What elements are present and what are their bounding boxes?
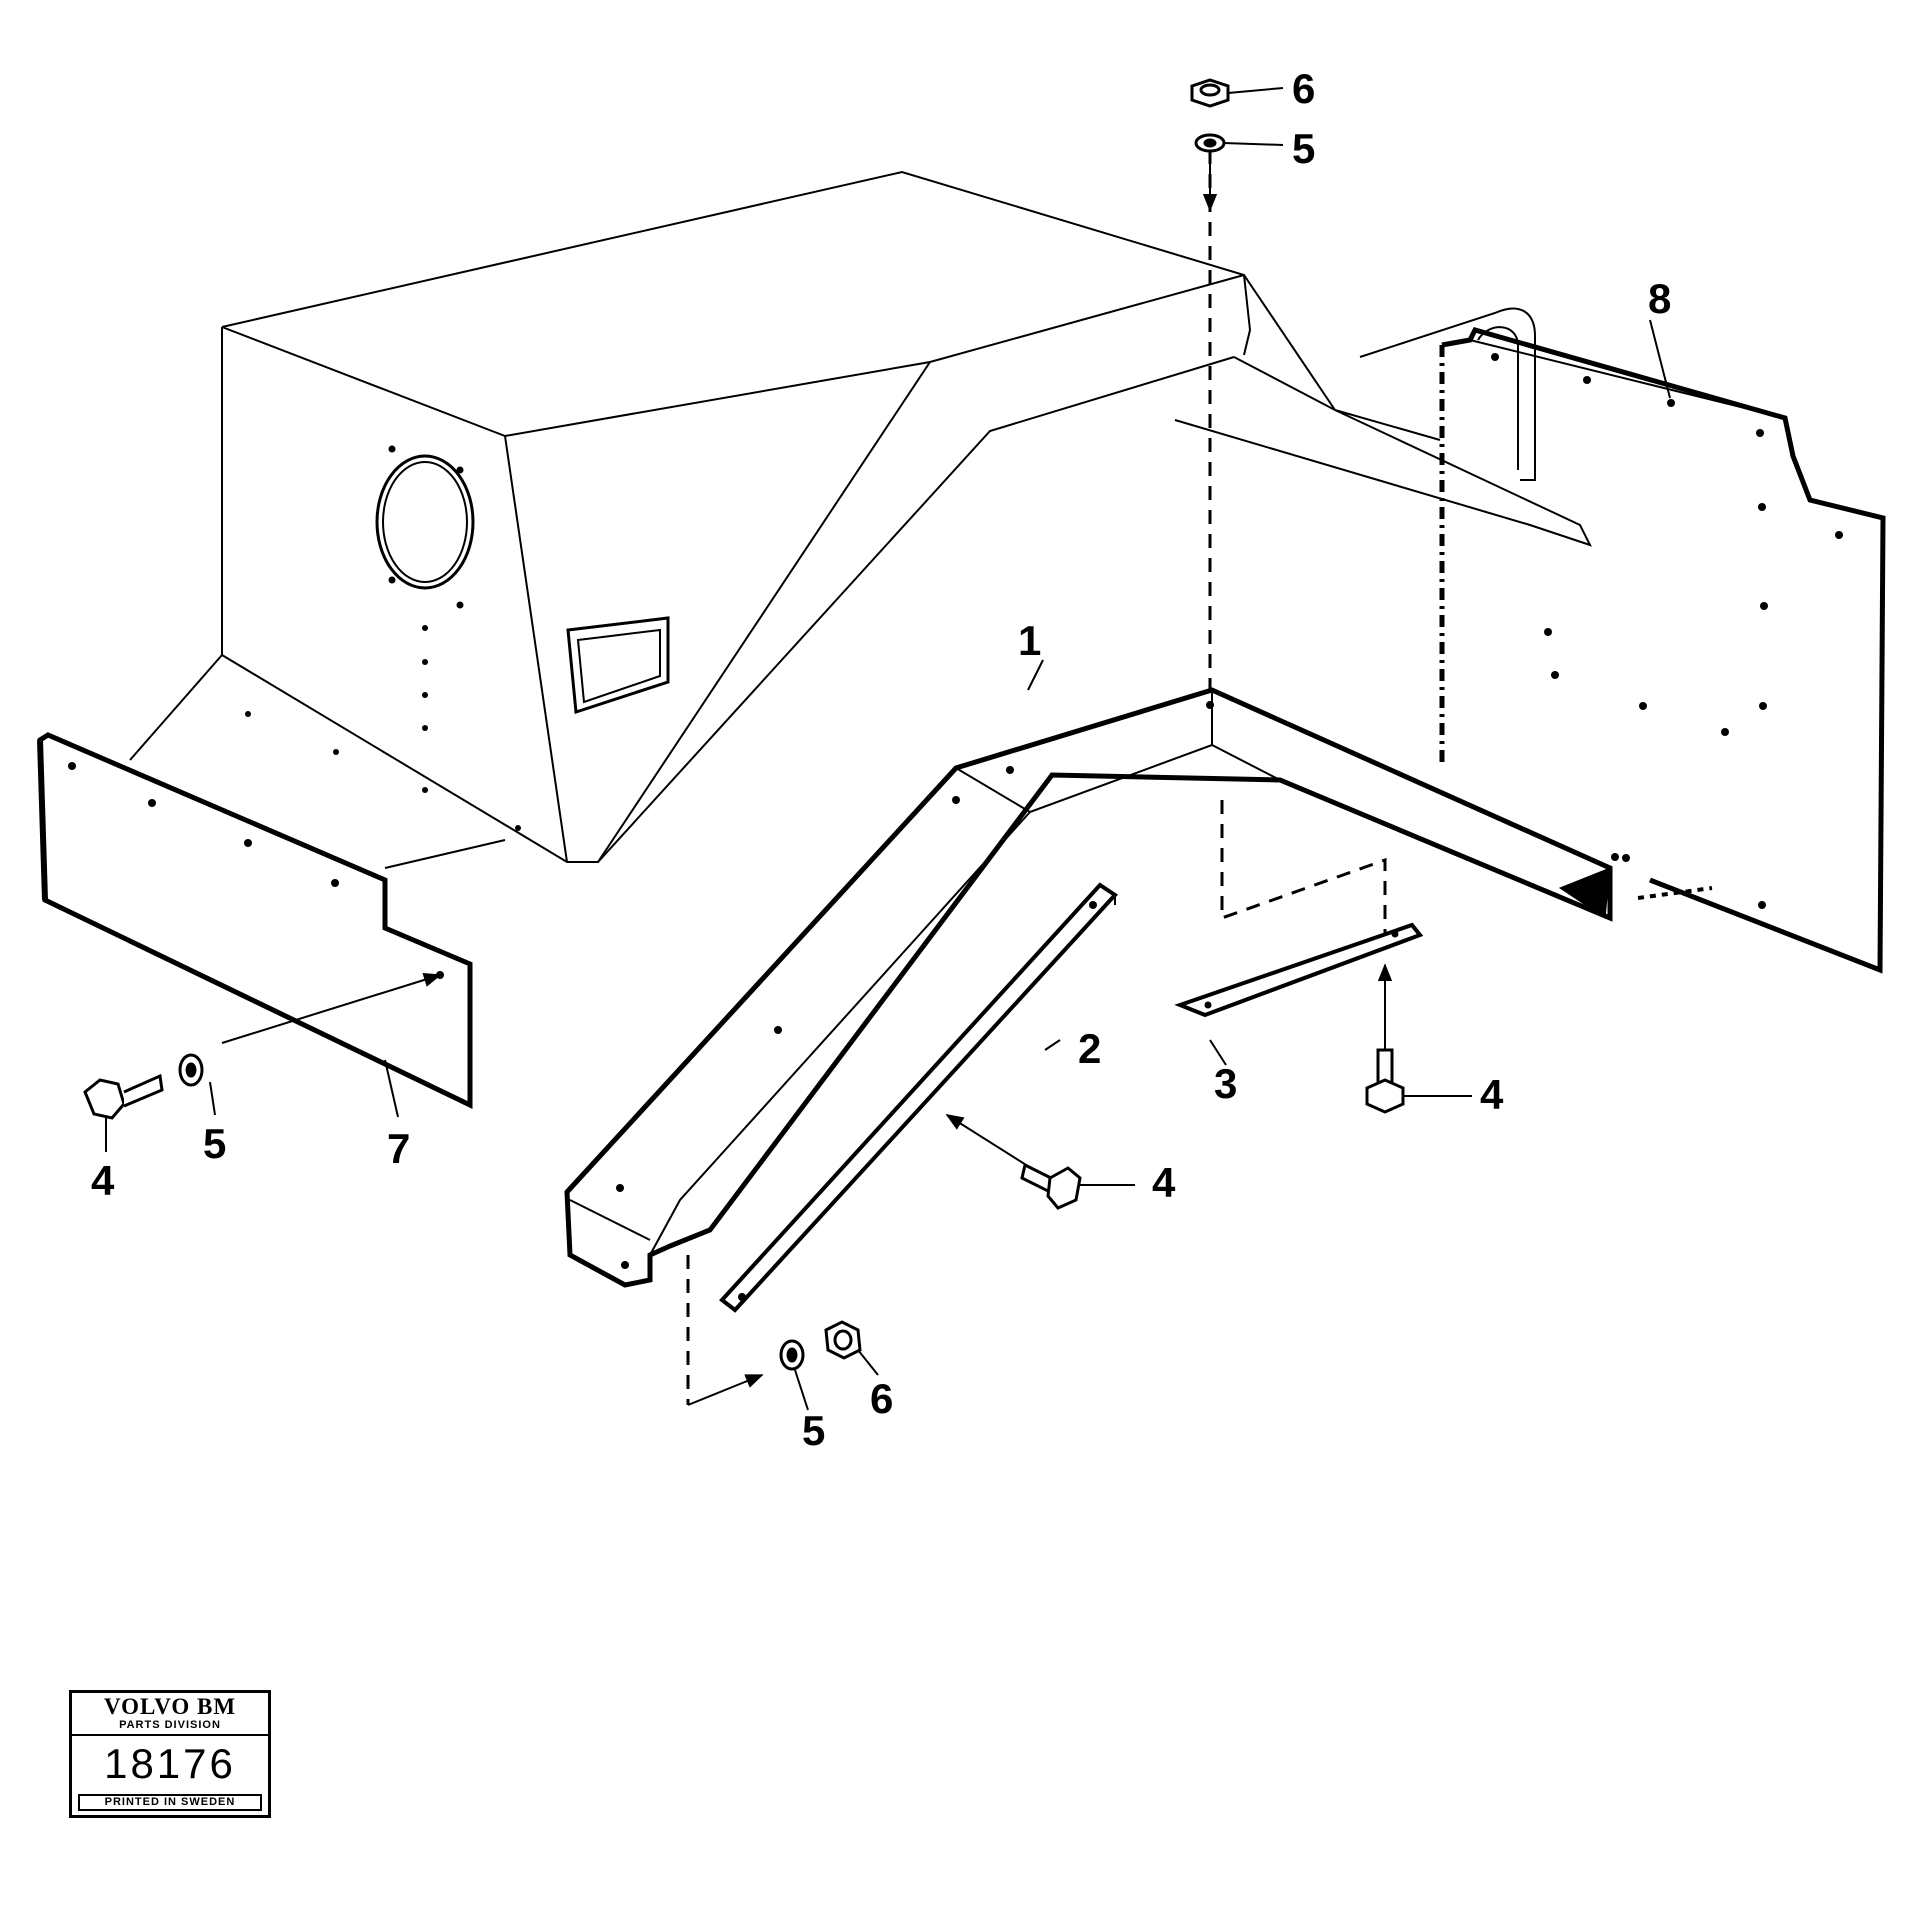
washer-5-top	[1194, 133, 1226, 153]
bolt-4-center	[1020, 1162, 1082, 1210]
callout-8: 8	[1648, 275, 1671, 322]
washer-5-left	[178, 1053, 204, 1087]
panel-7-holes	[68, 762, 444, 979]
callout-7: 7	[387, 1125, 410, 1172]
round-opening	[375, 454, 475, 590]
callout-5-left: 5	[203, 1120, 226, 1167]
part-2-strip	[719, 882, 1119, 1313]
panel-8-holes	[1491, 353, 1843, 909]
callout-6-top: 6	[1292, 65, 1315, 112]
stamp-printed: PRINTED IN SWEDEN	[78, 1794, 262, 1811]
machine-body	[129, 170, 1592, 869]
callout-4-center: 4	[1152, 1159, 1176, 1206]
bolt-4-left	[83, 1073, 164, 1120]
part-7-left-panel	[37, 732, 473, 1109]
callout-2: 2	[1078, 1025, 1101, 1072]
bracket-1-holes	[616, 701, 1619, 1269]
leader-lines	[221, 150, 1713, 1406]
plate-3-holes	[1204, 930, 1399, 1009]
assembly-lines	[686, 150, 1387, 1405]
callout-3: 3	[1214, 1060, 1237, 1107]
callout-5-top: 5	[1292, 125, 1315, 172]
washer-5-bottom	[779, 1339, 805, 1371]
rectangular-opening	[566, 616, 670, 715]
callout-labels: 6 5 8 1 2 3 4 4 5 7 4 6 5	[91, 65, 1671, 1454]
stamp-brand: VOLVO BM	[103, 1694, 237, 1719]
stamp-number: 18176	[104, 1740, 236, 1787]
callout-6-bottom: 6	[870, 1375, 893, 1422]
callout-4-left: 4	[91, 1157, 115, 1204]
callout-leaders	[105, 87, 1671, 1411]
volvo-bm-stamp: VOLVO BM PARTS DIVISION 18176 PRINTED IN…	[69, 1690, 271, 1818]
nut-6-bottom	[824, 1320, 862, 1360]
nut-6-top	[1190, 78, 1230, 108]
part-3-plate	[1174, 922, 1424, 1018]
body-bolt-holes	[245, 445, 521, 831]
callout-4-right: 4	[1480, 1071, 1504, 1118]
callout-5-bottom: 5	[802, 1407, 825, 1454]
stamp-division: PARTS DIVISION	[72, 1719, 268, 1736]
part-1-bracket	[564, 687, 1613, 1288]
strip-2-holes	[738, 901, 1097, 1301]
callout-1: 1	[1018, 617, 1041, 664]
bolt-4-right	[1365, 1048, 1405, 1114]
part-8-right-panel	[1439, 327, 1886, 974]
